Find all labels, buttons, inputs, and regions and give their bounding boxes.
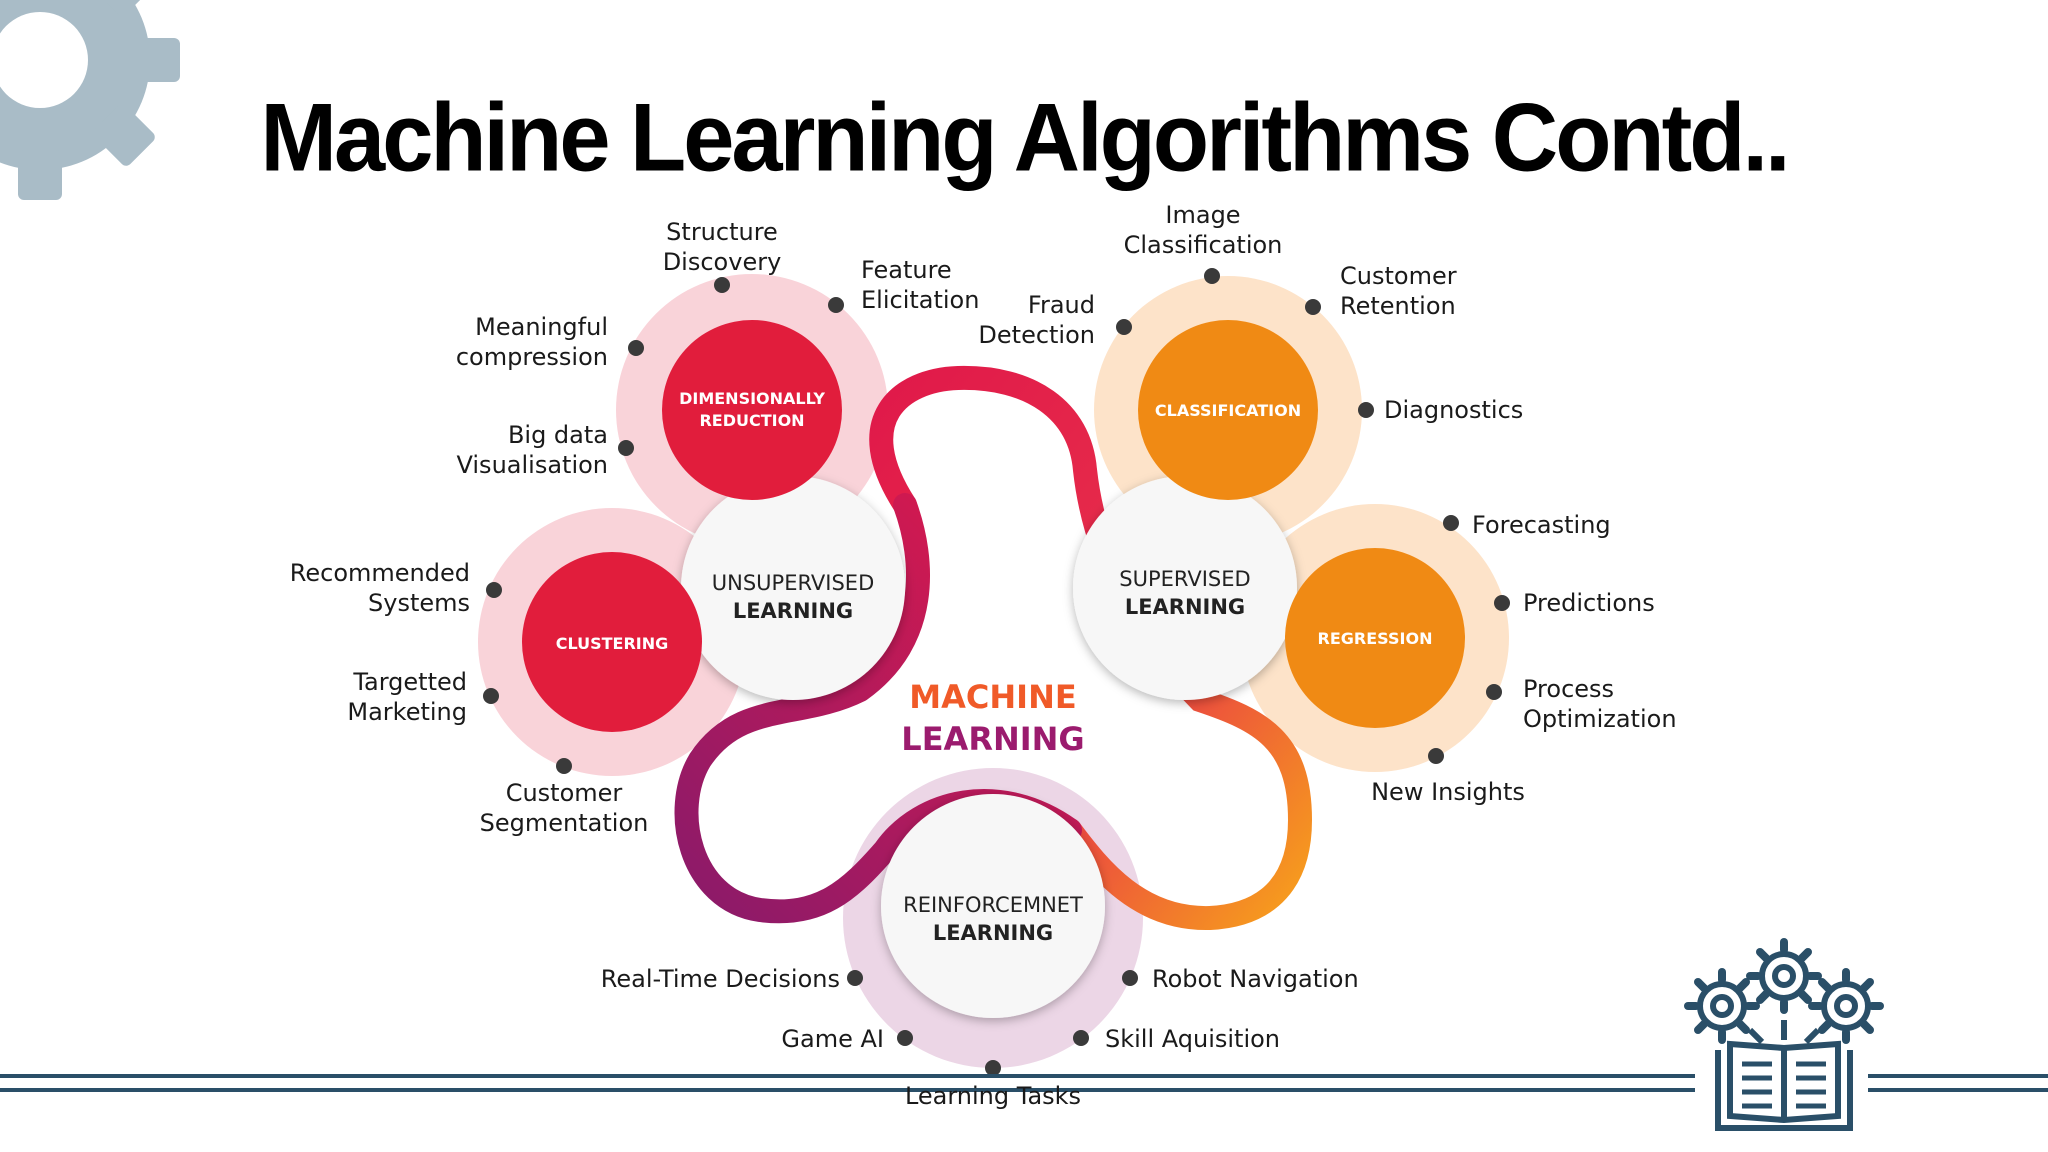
new-insights-label: New Insights [1371,778,1525,806]
book-gears-icon [1684,938,1884,1131]
predictions-label: Predictions [1523,589,1655,617]
marketing-label: Marketing [347,698,467,726]
skill-aquisition-label: Skill Aquisition [1105,1025,1280,1053]
fraud-label: Fraud [1028,291,1095,319]
systems-label: Systems [368,589,470,617]
real-time-decisions-label: Real-Time Decisions [601,965,840,993]
unsupervised-hub [681,476,905,700]
learning-tasks-label: Learning Tasks [905,1082,1081,1110]
clustering-circle [522,552,702,732]
detection-label: Detection [978,321,1095,349]
regression-circle [1285,548,1465,728]
feature-label: Feature [861,256,952,284]
big-data-label: Big data [508,421,608,449]
targetted-label: Targetted [352,668,467,696]
center-learning-label: LEARNING [901,720,1084,758]
reinforcement-label: REINFORCEMNET [903,893,1083,917]
reduction-label: REDUCTION [699,411,804,430]
customer-seg-label: Customer [506,779,623,807]
segmentation-label: Segmentation [480,809,649,837]
flow-ribbon-left [674,493,1082,924]
footer-divider [0,1074,2048,1092]
clustering-label: CLUSTERING [556,634,669,653]
customer-ret-label: Customer [1340,262,1457,290]
robot-navigation-label: Robot Navigation [1152,965,1359,993]
regression-label: REGRESSION [1318,629,1433,648]
supervised-label: SUPERVISED [1119,567,1250,591]
unsupervised-label: UNSUPERVISED [712,571,874,595]
structure-label: Structure [666,218,778,246]
optimization-label: Optimization [1523,705,1677,733]
reinforcement-learning-label: LEARNING [933,921,1053,945]
visualisation-label: Visualisation [457,451,609,479]
process-label: Process [1523,675,1614,703]
game-ai-label: Game AI [781,1025,884,1053]
compression-label: compression [456,343,608,371]
reinforcement-hub [881,794,1105,1018]
forecasting-label: Forecasting [1472,511,1611,539]
dimensionality-reduction-circle [662,320,842,500]
supervised-hub [1073,476,1297,700]
unsupervised-learning-label: LEARNING [733,599,853,623]
page-title: Machine Learning Algorithms Contd.. [260,84,1790,192]
discovery-label: Discovery [663,248,782,276]
supervised-learning-label: LEARNING [1125,595,1245,619]
image-label: Image [1165,201,1240,229]
elicitation-label: Elicitation [861,286,979,314]
image-classification-label: Classification [1124,231,1283,259]
recommended-label: Recommended [290,559,470,587]
classification-circle [1138,320,1318,500]
center-machine-label: MACHINE [909,678,1076,716]
diagnostics-label: Diagnostics [1384,396,1523,424]
bullet-dots [483,268,1510,1076]
meaningful-label: Meaningful [475,313,608,341]
retention-label: Retention [1340,292,1456,320]
dimensionally-label: DIMENSIONALLY [679,389,825,408]
classification-label: CLASSIFICATION [1155,401,1301,420]
gear-decoration-icon [0,0,180,200]
